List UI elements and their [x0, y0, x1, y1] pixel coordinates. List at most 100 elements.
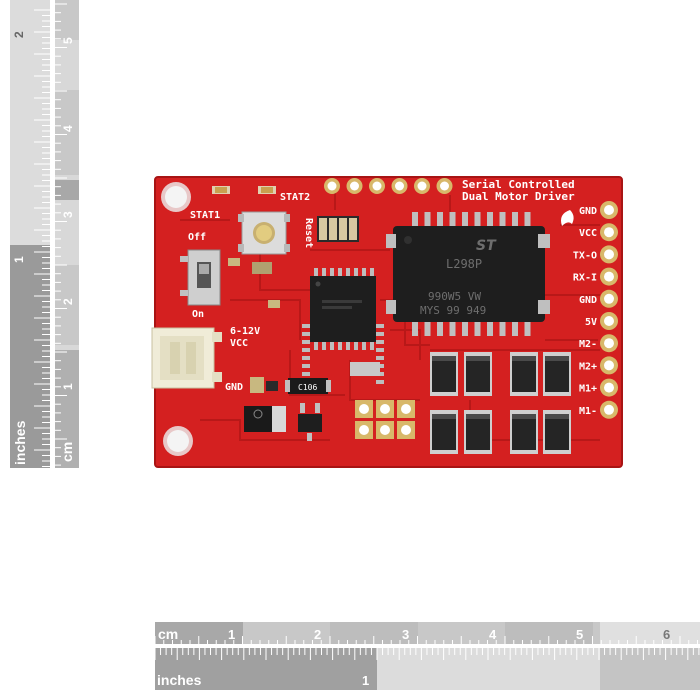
horizontal-ruler-cm-mark-3: 3: [402, 627, 409, 642]
pin-label: M2-: [579, 339, 597, 350]
diode: [543, 410, 571, 454]
chip-pin: [370, 342, 374, 350]
chip-pin: [302, 356, 310, 360]
chip-pin: [302, 332, 310, 336]
stat1-label: STAT1: [190, 210, 220, 221]
stat1-led: [212, 186, 230, 194]
resistor-array: [317, 216, 359, 242]
pin-label: GND: [579, 206, 597, 217]
power-voltage-label: 6-12V: [230, 326, 260, 337]
chip-pin: [524, 212, 531, 228]
chip-pin: [487, 320, 493, 336]
diode: [543, 352, 571, 396]
chip-pin: [462, 212, 468, 228]
chip-pin: [338, 342, 342, 350]
power-vcc-label: VCC: [230, 338, 248, 349]
chip-pin: [499, 320, 506, 336]
side-header-hole: [600, 201, 618, 219]
header-hole: [414, 178, 430, 194]
horizontal-ruler-cm-label: cm: [158, 626, 178, 642]
chip-pin: [474, 320, 481, 336]
chip-pin: [314, 268, 318, 276]
board-title-line-2: Dual Motor Driver: [462, 190, 575, 203]
chip-pin: [449, 320, 456, 336]
side-header-hole: [600, 356, 618, 375]
chip-pin: [314, 342, 318, 350]
chip-pin: [437, 212, 443, 228]
horizontal-ruler-cm-mark-1: 1: [228, 627, 235, 642]
stat2-led: [258, 186, 276, 194]
vertical-ruler-cm-mark-4: 4: [61, 125, 75, 132]
diode: [430, 352, 458, 396]
chip-pin: [376, 340, 384, 344]
capacitor-c106: [285, 378, 331, 394]
chip-pin: [524, 320, 531, 336]
transistor: [298, 403, 322, 441]
motor-driver-chip: [386, 212, 550, 336]
smd-resistor: [266, 381, 278, 391]
voltage-regulator: [244, 406, 286, 432]
mounting-hole-bottom-left: [163, 426, 193, 456]
chip-pin: [437, 320, 443, 336]
header-hole: [369, 178, 385, 194]
chip-pin: [346, 342, 350, 350]
side-header-hole: [600, 267, 618, 286]
pin-label: VCC: [579, 228, 597, 239]
chip-pin: [499, 212, 506, 228]
driver-lot-code-1: 990W5 VW: [428, 290, 481, 303]
reset-button[interactable]: [238, 211, 290, 255]
header-hole: [346, 178, 363, 194]
isp-hole: [397, 421, 415, 439]
horizontal-ruler-cm-mark-6: 6: [663, 627, 670, 642]
chip-pin: [370, 268, 374, 276]
side-pin-header: [600, 201, 618, 419]
driver-brand: ST: [476, 238, 497, 254]
vertical-ruler-cm-mark-2: 2: [61, 298, 75, 305]
vertical-ruler-cm-mark-3: 3: [61, 211, 75, 218]
horizontal-ruler-cm-mark-5: 5: [576, 627, 583, 642]
vertical-ruler-cm-mark-5: 5: [61, 37, 75, 44]
chip-pin: [302, 324, 310, 328]
chip-pin: [376, 380, 384, 384]
chip-pin: [346, 268, 350, 276]
side-header-hole: [600, 400, 618, 419]
pin-label: M1-: [579, 406, 597, 417]
crystal-oscillator: [350, 362, 380, 376]
chip-pin: [362, 342, 366, 350]
chip-pin: [512, 212, 518, 228]
smd-capacitor: [268, 300, 280, 308]
diode: [464, 352, 492, 396]
horizontal-ruler-inches-label: inches: [157, 672, 202, 688]
pin-label: RX-I: [573, 273, 597, 284]
vertical-ruler-cm-label: cm: [59, 442, 75, 462]
chip-pin: [376, 332, 384, 336]
chip-pin: [376, 324, 384, 328]
horizontal-ruler-inch-mark-1: 1: [362, 673, 369, 688]
chip-pin: [322, 268, 326, 276]
chip-pin: [376, 348, 384, 352]
smd-capacitor: [228, 258, 240, 266]
driver-part-number: L298P: [446, 257, 482, 271]
chip-pin: [338, 268, 342, 276]
mounting-hole-top-left: [161, 182, 191, 212]
diode: [510, 352, 538, 396]
side-header-hole: [600, 312, 618, 330]
side-header-hole: [600, 378, 618, 397]
top-header-holes: [324, 178, 453, 194]
header-hole: [391, 178, 408, 194]
diode: [430, 410, 458, 454]
isp-hole: [355, 400, 373, 418]
pin-label: GND: [579, 295, 597, 306]
chip-pin: [302, 340, 310, 344]
power-switch[interactable]: [180, 249, 221, 306]
vertical-ruler-inch-mark-2: 2: [12, 31, 26, 38]
power-connector[interactable]: [151, 327, 222, 389]
stat2-label: STAT2: [280, 192, 310, 203]
horizontal-ruler-cm-mark-4: 4: [489, 627, 497, 642]
chip-pin: [362, 268, 366, 276]
smd-capacitor: [250, 377, 264, 393]
vertical-ruler-inch-mark-1: 1: [12, 256, 26, 263]
chip-pin: [330, 342, 334, 350]
chip-pin: [424, 320, 431, 336]
power-gnd-label: GND: [225, 382, 243, 393]
